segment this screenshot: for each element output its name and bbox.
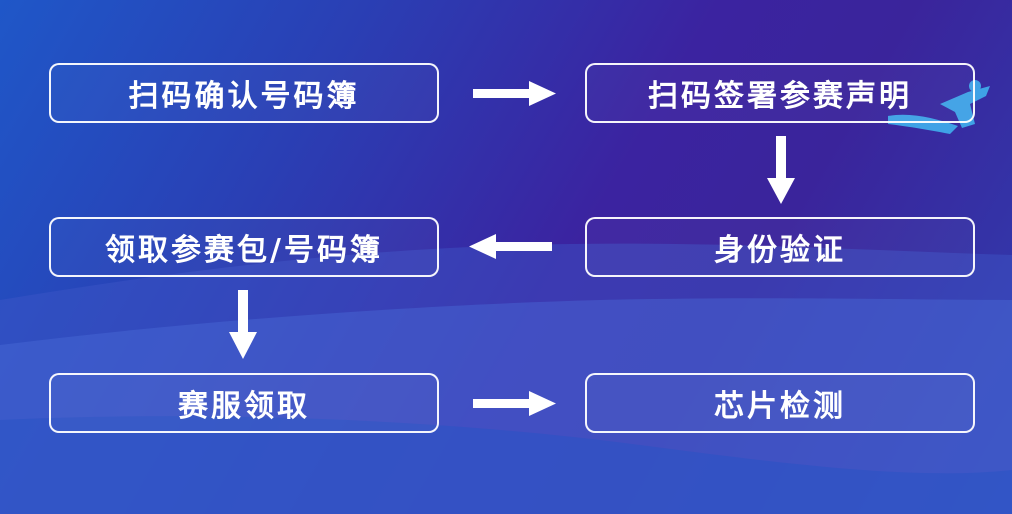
arrow-down-icon (767, 136, 795, 204)
step-label: 赛服领取 (178, 389, 310, 424)
arrow-right-icon (473, 81, 556, 106)
step-scan-sign-declaration: 扫码签署参赛声明 (585, 63, 975, 123)
arrow-right-icon (473, 391, 556, 416)
step-chip-check: 芯片检测 (585, 373, 975, 433)
step-collect-race-pack: 领取参赛包/号码簿 (49, 217, 439, 277)
step-label: 领取参赛包/号码簿 (105, 233, 383, 268)
step-label: 芯片检测 (714, 389, 846, 424)
arrow-left-icon (469, 234, 552, 259)
step-scan-confirm-bib: 扫码确认号码簿 (49, 63, 439, 123)
step-label: 扫码签署参赛声明 (648, 79, 912, 114)
step-collect-race-shirt: 赛服领取 (49, 373, 439, 433)
arrow-down-icon (229, 290, 257, 359)
step-label: 扫码确认号码簿 (128, 79, 360, 114)
step-label: 身份验证 (714, 233, 846, 268)
step-identity-verification: 身份验证 (585, 217, 975, 277)
